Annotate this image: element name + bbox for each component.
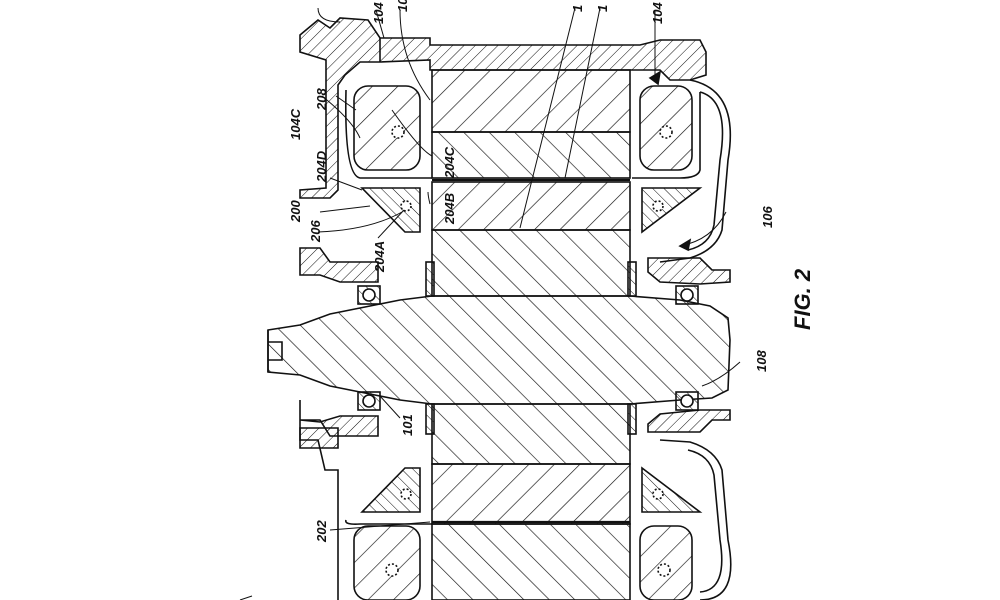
label-101: 101 xyxy=(400,414,415,436)
label-206: 206 xyxy=(308,220,323,243)
end-winding-right-top xyxy=(640,86,692,170)
label-104c-top: 104C xyxy=(288,108,303,140)
label-1-top-b: 1 xyxy=(595,5,610,12)
label-204a: 204A xyxy=(372,241,387,273)
label-10-top-left: 10 xyxy=(395,0,410,12)
end-winding-right-bottom xyxy=(640,526,692,600)
label-202: 202 xyxy=(314,520,329,543)
label-106: 106 xyxy=(760,206,775,228)
bearing-right-bottom xyxy=(676,392,698,410)
label-204b: 204B xyxy=(442,193,457,225)
bearing-left-top xyxy=(358,286,380,304)
label-204c: 204C xyxy=(442,146,457,179)
figure-title: FIG. 2 xyxy=(790,268,815,330)
label-104-top-left: 104 xyxy=(371,2,386,24)
end-plate-left-top xyxy=(362,188,420,232)
end-plate-right-bottom xyxy=(642,468,700,512)
label-108: 108 xyxy=(754,350,769,372)
shaft xyxy=(268,296,730,404)
label-208: 208 xyxy=(314,88,329,111)
label-1-top-a: 1 xyxy=(570,5,585,12)
label-200: 200 xyxy=(288,200,303,223)
end-plate-left-bottom xyxy=(362,468,420,512)
label-104-top-right: 104 xyxy=(650,2,665,24)
end-winding-left-top xyxy=(354,86,420,170)
end-winding-left-bottom xyxy=(354,526,420,600)
end-plate-right-top xyxy=(642,188,700,232)
bearing-left-bottom xyxy=(358,392,380,410)
bearing-right-top xyxy=(676,286,698,304)
label-204d: 204D xyxy=(314,150,329,183)
